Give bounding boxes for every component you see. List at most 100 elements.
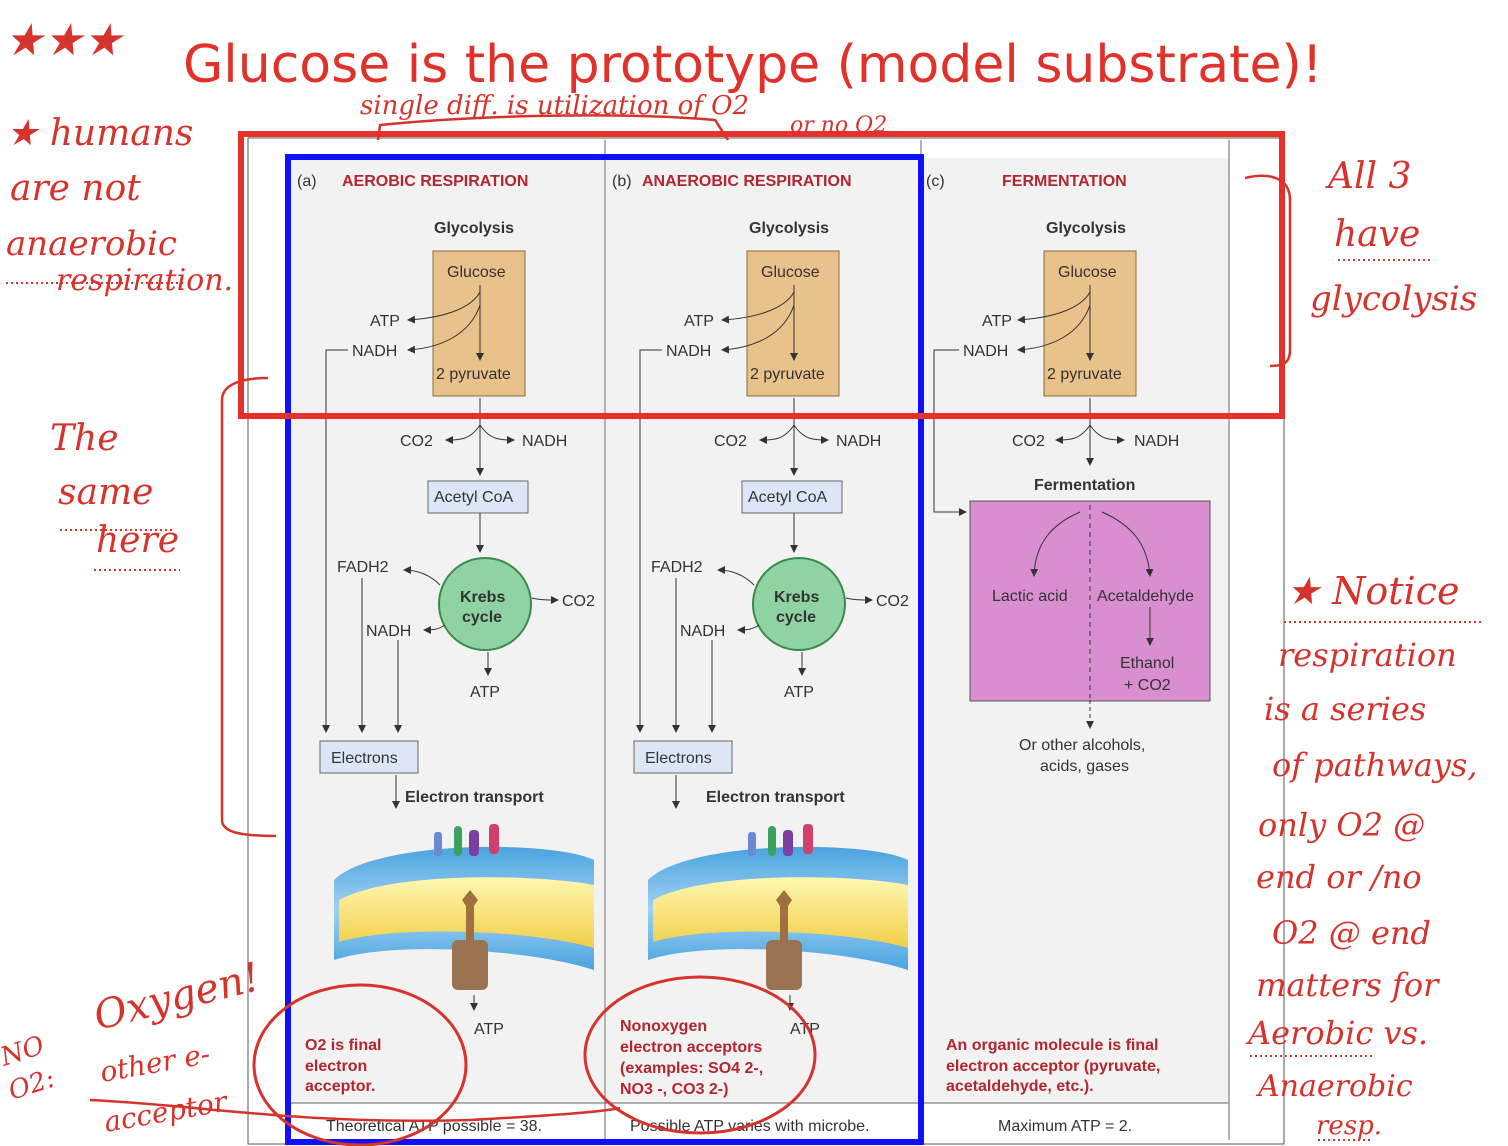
panel-letter: (b) xyxy=(612,173,632,190)
acceptor-line-1: Nonoxygen xyxy=(620,1018,707,1035)
co2-label: CO2 xyxy=(714,433,747,450)
annotation-oxygen: Oxygen! xyxy=(89,954,264,1040)
krebs-label-1: Krebs xyxy=(774,589,819,606)
annotation-notice-3: is a series xyxy=(1264,690,1426,728)
acceptor-line-4: NO3 -, CO3 2-) xyxy=(620,1081,728,1098)
annotation-humans-1: ★ humans xyxy=(6,113,193,154)
electrons-label: Electrons xyxy=(331,750,398,767)
panel-header: FERMENTATION xyxy=(1002,173,1127,190)
krebs-label-1: Krebs xyxy=(460,589,505,606)
acceptor-line-2: electron xyxy=(305,1058,367,1075)
nadh-label: NADH xyxy=(666,343,711,360)
annotation-notice-9: Aerobic vs. xyxy=(1245,1014,1428,1052)
pyruvate-label: 2 pyruvate xyxy=(750,366,825,383)
ethanol-label-1: Ethanol xyxy=(1120,655,1174,672)
annotation-single-diff-2: or no O2 xyxy=(790,113,887,138)
panel-fermentation: (c) FERMENTATION Glycolysis Glucose 2 py… xyxy=(926,173,1211,1135)
annotation-humans-2: are not xyxy=(10,168,141,209)
annotation-single-diff-1: single diff. is utilization of O2 xyxy=(360,91,749,121)
electrons-box xyxy=(633,740,733,774)
etc-atp-label: ATP xyxy=(790,1021,820,1038)
fermentation-label: Fermentation xyxy=(1034,477,1135,494)
krebs-label-2: cycle xyxy=(462,609,502,626)
acetyl-coa-label: Acetyl CoA xyxy=(434,489,513,506)
krebs-atp-label: ATP xyxy=(470,684,500,701)
krebs-label-2: cycle xyxy=(776,609,816,626)
other-products-line-1: Or other alcohols, xyxy=(1019,737,1145,754)
electron-transport-label: Electron transport xyxy=(706,789,845,806)
annotation-humans-4: respiration. xyxy=(56,263,233,298)
fadh2-label: FADH2 xyxy=(651,559,703,576)
glycolysis-box xyxy=(432,250,526,397)
annotation-notice-1: ★ Notice xyxy=(1286,569,1459,613)
panel-letter: (a) xyxy=(297,173,317,190)
annotation-notice-7: O2 @ end xyxy=(1272,914,1431,952)
acceptor-line-3: acceptor. xyxy=(305,1078,375,1095)
atp-label: ATP xyxy=(684,313,714,330)
glucose-label: Glucose xyxy=(761,264,820,281)
annotation-notice-2: respiration xyxy=(1278,636,1457,674)
krebs-atp-label: ATP xyxy=(784,684,814,701)
glycolysis-box xyxy=(746,250,840,397)
acetaldehyde-label: Acetaldehyde xyxy=(1097,588,1194,605)
annotation-same-1: The xyxy=(50,418,119,459)
atp-label: ATP xyxy=(982,313,1012,330)
co2-label: CO2 xyxy=(1012,433,1045,450)
acceptor-line-2: electron acceptor (pyruvate, xyxy=(946,1058,1160,1075)
electrons-box xyxy=(319,740,419,774)
acetyl-coa-label: Acetyl CoA xyxy=(748,489,827,506)
nadh-label: NADH xyxy=(352,343,397,360)
electrons-label: Electrons xyxy=(645,750,712,767)
annotation-stars: ★★★ xyxy=(4,15,125,66)
annotation-other-2: acceptor xyxy=(101,1085,230,1139)
panel-footer: Maximum ATP = 2. xyxy=(998,1118,1132,1135)
annotation-notice-4: of pathways, xyxy=(1272,746,1477,784)
lactic-acid-label: Lactic acid xyxy=(992,588,1068,605)
annotation-other-1: other e- xyxy=(97,1037,212,1089)
panel-header: AEROBIC RESPIRATION xyxy=(342,173,528,190)
annotation-all-1: All 3 xyxy=(1325,156,1411,197)
glucose-label: Glucose xyxy=(1058,264,1117,281)
acetyl-coa-box xyxy=(741,480,843,514)
bracket-left xyxy=(220,376,277,838)
panel-footer: Theoretical ATP possible = 38. xyxy=(326,1118,542,1135)
atp-label: ATP xyxy=(370,313,400,330)
panel-aerobic: (a) AEROBIC RESPIRATION Glycolysis Gluco… xyxy=(297,173,595,1135)
annotation-humans-3: anaerobic xyxy=(6,224,177,264)
annotation-notice-10: Anaerobic xyxy=(1255,1069,1413,1104)
krebs-co2-label: CO2 xyxy=(562,593,595,610)
panel-anaerobic: (b) ANAEROBIC RESPIRATION Glycolysis Glu… xyxy=(612,173,909,1135)
other-products-line-2: acids, gases xyxy=(1040,758,1129,775)
pyruvate-label: 2 pyruvate xyxy=(1047,366,1122,383)
panel-header: ANAEROBIC RESPIRATION xyxy=(642,173,852,190)
blue-highlight-box xyxy=(285,154,924,1145)
krebs-co2-label: CO2 xyxy=(876,593,909,610)
nadh-label-2: NADH xyxy=(1134,433,1179,450)
glycolysis-label: Glycolysis xyxy=(434,220,514,237)
etc-atp-label: ATP xyxy=(474,1021,504,1038)
circle-o2-acceptor xyxy=(252,983,468,1146)
annotation-notice-5: only O2 @ xyxy=(1258,806,1425,844)
glycolysis-label: Glycolysis xyxy=(749,220,829,237)
acetyl-coa-box xyxy=(427,480,529,514)
annotation-same-3: here xyxy=(96,520,179,561)
glycolysis-label: Glycolysis xyxy=(1046,220,1126,237)
acceptor-line-3: (examples: SO4 2-, xyxy=(620,1060,763,1077)
electron-transport-label: Electron transport xyxy=(405,789,544,806)
single-diff-brace xyxy=(376,114,730,141)
acceptor-line-3: acetaldehyde, etc.). xyxy=(946,1078,1094,1095)
fadh2-label: FADH2 xyxy=(337,559,389,576)
annotation-notice-8: matters for xyxy=(1256,966,1440,1004)
nadh-label: NADH xyxy=(963,343,1008,360)
annotation-notice-11: resp. xyxy=(1316,1111,1382,1141)
annotation-notice-6: end or /no xyxy=(1256,858,1422,896)
annotation-all-3: glycolysis xyxy=(1310,279,1477,319)
glucose-label: Glucose xyxy=(447,264,506,281)
annotation-same-2: same xyxy=(58,472,153,513)
pyruvate-label: 2 pyruvate xyxy=(436,366,511,383)
nadh-label-3: NADH xyxy=(366,623,411,640)
ethanol-label-2: + CO2 xyxy=(1124,677,1171,694)
nadh-label-2: NADH xyxy=(522,433,567,450)
underline-other-acceptor xyxy=(89,1098,621,1123)
